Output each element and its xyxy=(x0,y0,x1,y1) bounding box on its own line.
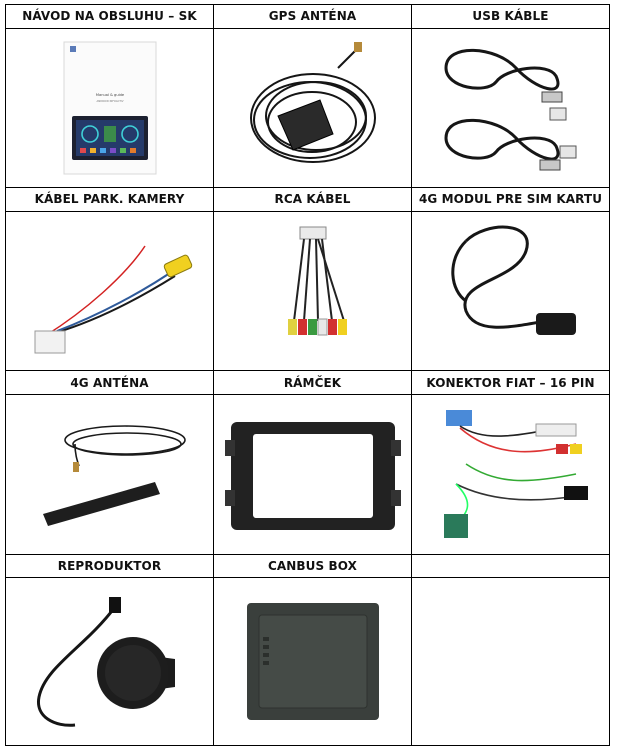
cell-image-camera-cable xyxy=(5,210,214,372)
cell-label-empty xyxy=(411,553,610,579)
cell-label-camera-cable: KÁBEL PARK. KAMERY xyxy=(5,187,214,212)
cell-image-gps-antenna xyxy=(213,27,412,189)
cell-label-4g-antenna: 4G ANTÉNA xyxy=(5,370,214,395)
manual-title-text: Manual & guide xyxy=(95,93,124,97)
image-row xyxy=(5,210,610,372)
fiat-connector-image xyxy=(443,410,588,539)
cell-image-4g-antenna xyxy=(5,393,214,555)
cell-image-usb-cables xyxy=(411,27,610,189)
canbus-box-image xyxy=(246,603,379,721)
accessories-table: NÁVOD NA OBSLUHU – SK GPS ANTÉNA USB KÁB… xyxy=(5,4,610,746)
cell-image-rca-cable xyxy=(213,210,412,372)
usb-cables-image xyxy=(444,48,576,171)
cell-label-canbus-box: CANBUS BOX xyxy=(213,553,412,579)
manual-booklet-image: Manual & guide ANDROID INFOACTIV xyxy=(63,41,156,175)
image-row xyxy=(5,577,610,746)
header-row: 4G ANTÉNA RÁMČEK KONEKTOR FIAT – 16 PIN xyxy=(5,370,610,395)
speaker-image xyxy=(36,596,175,727)
camera-cable-image xyxy=(34,245,192,354)
image-row xyxy=(5,393,610,555)
4g-module-image xyxy=(450,225,576,336)
cell-label-rca-cable: RCA KÁBEL xyxy=(213,187,412,212)
header-row: NÁVOD NA OBSLUHU – SK GPS ANTÉNA USB KÁB… xyxy=(5,4,610,29)
header-row: KÁBEL PARK. KAMERY RCA KÁBEL 4G MODUL PR… xyxy=(5,187,610,212)
cell-image-frame xyxy=(213,393,412,555)
cell-image-speaker xyxy=(5,577,214,746)
image-row: Manual & guide ANDROID INFOACTIV xyxy=(5,27,610,189)
rca-cable-image xyxy=(287,226,347,336)
cell-label-gps-antenna: GPS ANTÉNA xyxy=(213,4,412,29)
dash-frame-image xyxy=(224,421,401,530)
cell-image-canbus-box xyxy=(213,577,412,746)
4g-antenna-image xyxy=(42,425,186,527)
cell-image-empty xyxy=(411,577,610,746)
cell-label-speaker: REPRODUKTOR xyxy=(5,553,214,579)
cell-image-fiat-connector xyxy=(411,393,610,555)
cell-label-fiat-connector: KONEKTOR FIAT – 16 PIN xyxy=(411,370,610,395)
cell-label-frame: RÁMČEK xyxy=(213,370,412,395)
manual-subtitle-text: ANDROID INFOACTIV xyxy=(96,99,123,103)
cell-image-manual: Manual & guide ANDROID INFOACTIV xyxy=(5,27,214,189)
cell-label-4g-module: 4G MODUL PRE SIM KARTU xyxy=(411,187,610,212)
cell-label-manual: NÁVOD NA OBSLUHU – SK xyxy=(5,4,214,29)
cell-image-4g-module xyxy=(411,210,610,372)
header-row: REPRODUKTOR CANBUS BOX xyxy=(5,553,610,579)
cell-label-usb-cables: USB KÁBLE xyxy=(411,4,610,29)
gps-antenna-image xyxy=(249,41,376,163)
